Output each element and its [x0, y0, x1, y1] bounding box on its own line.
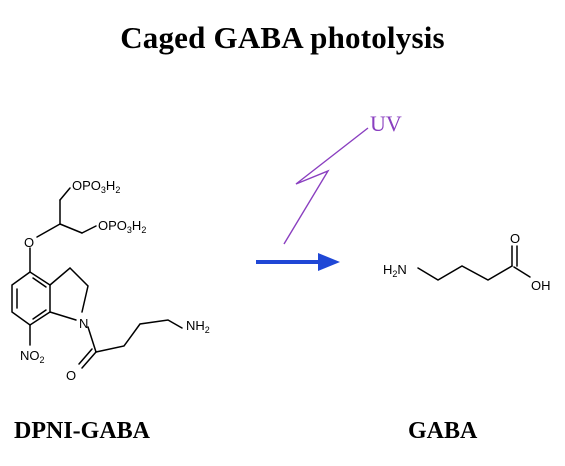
reaction-arrow	[256, 253, 340, 271]
uv-zigzag	[283, 127, 369, 245]
amine-label: NH2	[186, 318, 210, 335]
carbonyl-bond	[81, 351, 97, 369]
gaba-hydroxyl-bond	[513, 266, 531, 278]
aromatic-bond	[32, 277, 47, 288]
glycerol-bond	[36, 223, 61, 238]
dpni-gaba-structure	[11, 187, 183, 369]
phosphate-top-label: OPO3H2	[72, 178, 120, 195]
amide-bond	[87, 326, 97, 353]
product-name: GABA	[408, 418, 478, 444]
ether-oxygen-label: O	[24, 235, 34, 250]
phosphate-mid-label: OPO3H2	[98, 218, 146, 235]
glycerol-bond	[59, 223, 83, 234]
gaba-amine-label: H2N	[383, 262, 407, 279]
gaba-labels: H2N O OH	[383, 231, 551, 293]
carbonyl-bond	[78, 348, 93, 365]
gaba-structure	[417, 245, 531, 281]
nitro-label: NO2	[20, 348, 45, 365]
aromatic-bond	[32, 309, 47, 320]
glycerol-bond	[81, 225, 97, 234]
ring-nitrogen-label: N	[79, 316, 88, 331]
uv-label: UV	[370, 111, 402, 136]
indoline-ring	[49, 266, 89, 321]
reactant-name: DPNI-GABA	[14, 418, 150, 444]
dpni-gaba-labels: OPO3H2 OPO3H2 O N NH2 NO2 O	[20, 178, 210, 383]
diagram-title: Caged GABA photolysis	[120, 20, 445, 55]
gaba-chain	[417, 265, 513, 281]
butyl-chain	[95, 319, 183, 353]
uv-light-symbol: UV	[283, 111, 402, 245]
gaba-hydroxyl-label: OH	[531, 278, 551, 293]
carbonyl-oxygen-label: O	[66, 368, 76, 383]
glycerol-bond	[59, 187, 71, 201]
gaba-carbonyl-oxygen-label: O	[510, 231, 520, 246]
